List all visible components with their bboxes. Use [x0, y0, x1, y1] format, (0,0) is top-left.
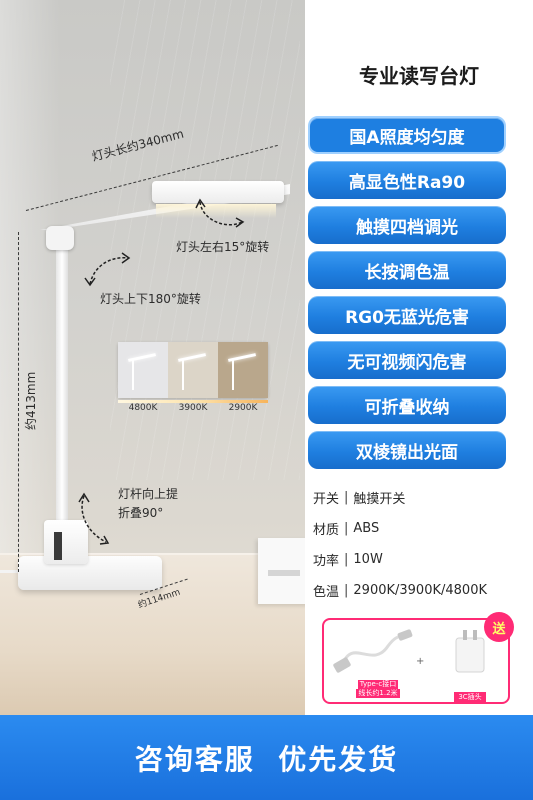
feature-badge: 高显色性Ra90 — [308, 161, 506, 199]
power-cable — [0, 570, 24, 573]
spec-separator: | — [344, 552, 349, 567]
spec-separator: | — [344, 521, 349, 536]
spec-key: 色温 — [313, 585, 340, 600]
spec-value: 触摸开关 — [353, 492, 406, 507]
cable-caption-line2: 线长约1.2米 — [356, 689, 400, 698]
color-temp-gradient-bar — [118, 400, 268, 403]
spec-list: 开关 | 触摸开关 材质 | ABS 功率 | 10W 色温 | 2900K/3… — [313, 482, 533, 606]
head-rotate-lr-label: 灯头左右15°旋转 — [176, 240, 270, 254]
spec-value: 10W — [353, 552, 383, 567]
feature-badge: 无可视频闪危害 — [308, 341, 506, 379]
footer-text: 咨询客服 优先发货 — [134, 742, 399, 776]
cable-caption: Type-c接口 线长约1.2米 — [328, 680, 428, 698]
spec-key: 开关 — [313, 492, 340, 507]
lamp-joint — [46, 226, 74, 250]
lamp-head — [152, 181, 284, 203]
spec-value: 2900K/3900K/4800K — [353, 583, 487, 598]
height-label: 约413mm — [24, 371, 38, 430]
spec-key: 材质 — [313, 523, 340, 538]
gift-plus: + — [416, 656, 425, 667]
temp-label: 4800K — [128, 403, 158, 413]
spec-key: 功率 — [313, 554, 340, 569]
temp-label: 2900K — [228, 403, 258, 413]
usb-c-cable-icon — [333, 629, 413, 673]
desk-edge — [0, 553, 305, 556]
gift-box: + Type-c接口 线长约1.2米 3C插头 — [322, 618, 510, 704]
spec-row-power: 功率 | 10W — [313, 544, 533, 575]
cable-caption-line1: Type-c接口 — [357, 680, 399, 689]
height-dimension-line — [18, 232, 19, 572]
wall-highlight — [0, 0, 60, 560]
adapter-caption-text: 3C插头 — [454, 692, 486, 702]
head-rotate-ud-label: 灯头上下180°旋转 — [100, 292, 201, 306]
feature-badge: 长按调色温 — [308, 251, 506, 289]
mini-lamp-pole — [132, 360, 134, 390]
lamp-base — [18, 556, 162, 590]
feature-badge: 双棱镜出光面 — [308, 431, 506, 469]
color-temp-card — [118, 342, 268, 398]
spec-value: ABS — [353, 521, 380, 536]
feature-badge: 触摸四档调光 — [308, 206, 506, 244]
lamp-pole — [56, 238, 68, 560]
feature-badge: RG0无蓝光危害 — [308, 296, 506, 334]
fold-label-line1: 灯杆向上提 — [118, 487, 179, 501]
footer-banner[interactable]: 咨询客服 优先发货 — [0, 715, 533, 800]
adapter-caption: 3C插头 — [436, 684, 504, 703]
gift-badge: 送 — [484, 612, 514, 642]
spec-separator: | — [344, 583, 349, 598]
feature-list: 国A照度均匀度 高显色性Ra90 触摸四档调光 长按调色温 RG0无蓝光危害 无… — [308, 116, 506, 476]
fold-arrow-icon — [78, 492, 110, 545]
temp-swatch-4800k — [118, 342, 168, 398]
mini-lamp-pole — [182, 360, 184, 390]
fold-label-line2: 折叠90° — [118, 506, 164, 520]
feature-badge: 可折叠收纳 — [308, 386, 506, 424]
background-box — [258, 538, 305, 604]
spec-row-switch: 开关 | 触摸开关 — [313, 482, 533, 513]
mini-lamp-pole — [232, 360, 234, 390]
product-photo: 灯头长约340mm 灯头左右15°旋转 灯头上下180°旋转 约413mm 灯杆… — [0, 0, 305, 715]
color-temp-labels: 4800K 3900K 2900K — [118, 403, 268, 413]
temp-label: 3900K — [178, 403, 208, 413]
temp-swatch-3900k — [168, 342, 218, 398]
temp-swatch-2900k — [218, 342, 268, 398]
holder-slot — [54, 532, 62, 560]
pen-holder — [44, 520, 88, 564]
spec-separator: | — [344, 490, 349, 505]
spec-row-color-temp: 色温 | 2900K/3900K/4800K — [313, 575, 533, 606]
product-title: 专业读写台灯 — [359, 64, 479, 88]
spec-row-material: 材质 | ABS — [313, 513, 533, 544]
rotate-ud-arrow-icon — [84, 252, 131, 287]
feature-badge: 国A照度均匀度 — [308, 116, 506, 154]
power-adapter-icon — [455, 630, 485, 673]
lamp-light-glow — [156, 204, 276, 218]
box-label — [268, 570, 300, 576]
rotate-lr-arrow-icon — [195, 198, 245, 228]
